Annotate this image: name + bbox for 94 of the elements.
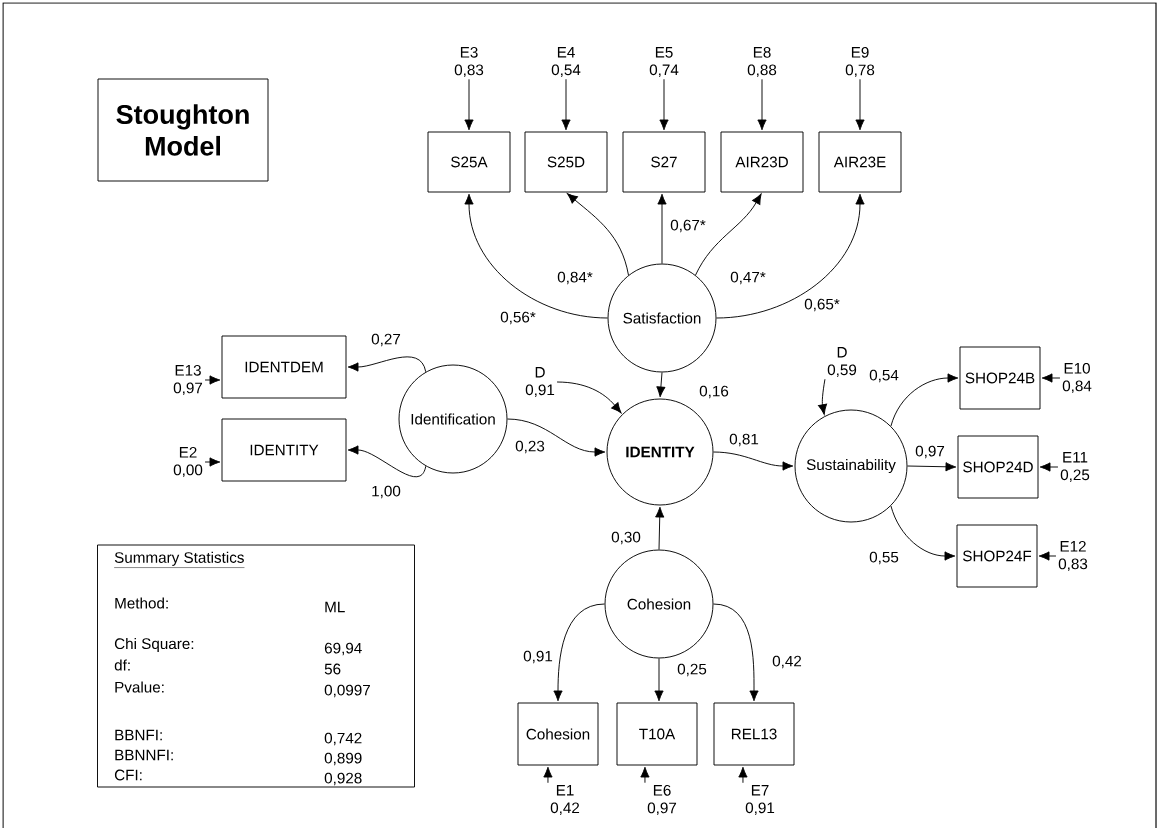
edge-label: 0,97 <box>914 444 946 460</box>
arrow <box>695 193 762 276</box>
arrow <box>543 766 553 784</box>
variable-box: AIR23D <box>720 131 804 193</box>
stat-name: BBNNFI: <box>115 749 173 761</box>
arrow <box>204 375 221 385</box>
arrow <box>738 766 748 784</box>
error-label: E10 0,84 <box>1062 362 1092 394</box>
error-label: E5 0,74 <box>649 47 679 77</box>
statistics-box <box>97 544 415 788</box>
error-label: E4 0,54 <box>551 47 581 77</box>
arrow <box>890 373 959 427</box>
variable-box: S25A <box>427 131 511 193</box>
disturbance-label: D 0,91 <box>525 367 555 397</box>
error-label: E2 0,00 <box>173 446 203 478</box>
edge-label: 0,67* <box>669 218 707 234</box>
error-label: E7 0,91 <box>745 785 775 815</box>
edge-label: 0,65* <box>803 297 841 313</box>
arrow <box>907 462 957 472</box>
error-label: E6 0,97 <box>647 784 677 816</box>
edge-label: 0,55 <box>868 550 900 566</box>
arrow <box>347 445 427 478</box>
error-label: E12 0,83 <box>1058 540 1088 572</box>
stat-value: 0,0997 <box>324 684 370 698</box>
variable-box: AIR23E <box>818 131 902 193</box>
stat-name: Method: <box>115 597 168 609</box>
arrow <box>553 603 605 702</box>
error-label: E8 0,88 <box>747 46 777 78</box>
error-label: E1 0,42 <box>550 785 580 815</box>
variable-box: S27 <box>622 131 706 193</box>
stat-value: 0,742 <box>324 732 362 746</box>
variable-box: T10A <box>616 702 698 766</box>
edge-label: 0,47* <box>729 270 767 286</box>
arrow <box>655 506 665 550</box>
error-label: E9 0,78 <box>845 46 875 78</box>
arrow <box>757 78 767 131</box>
stat-name: CFI: <box>114 769 142 781</box>
disturbance-label: D 0,59 <box>827 347 857 377</box>
arrow <box>1039 462 1059 472</box>
variable-box: Cohesion <box>517 702 599 766</box>
arrow <box>347 356 427 373</box>
error-label: E3 0,83 <box>454 46 484 78</box>
edge-label: 0,27 <box>370 332 402 348</box>
arrow <box>1041 373 1061 383</box>
arrow <box>1038 551 1057 561</box>
arrow <box>657 193 667 264</box>
arrow <box>855 78 865 131</box>
arrow <box>656 372 666 398</box>
variable-box: SHOP24F <box>956 524 1038 588</box>
edge-label: 1,00 <box>370 484 402 500</box>
edge-label: 0,91 <box>522 649 554 665</box>
arrow <box>654 658 664 702</box>
arrow <box>716 193 865 319</box>
arrow <box>507 418 606 457</box>
edge-label: 0,25 <box>676 662 708 678</box>
variable-box: REL13 <box>713 702 795 766</box>
arrow <box>204 457 221 467</box>
error-label: E13 0,97 <box>173 364 203 396</box>
arrow <box>817 378 828 415</box>
title-box: Stoughton Model <box>97 78 269 182</box>
edge-label: 0,84* <box>556 270 594 286</box>
error-label: E11 0,25 <box>1060 452 1090 482</box>
stat-name: Pvalue: <box>115 681 164 693</box>
edge-label: 0,54 <box>868 368 900 384</box>
arrow <box>713 603 759 702</box>
arrow <box>659 78 669 131</box>
arrow <box>566 193 629 276</box>
arrow <box>640 766 650 784</box>
edge-label: 0,81 <box>728 432 760 448</box>
stat-name: BBNFI: <box>115 729 162 741</box>
stat-name: df: <box>114 659 130 671</box>
edge-label: 0,16 <box>698 384 730 400</box>
variable-box: SHOP24D <box>957 435 1039 499</box>
variable-box: S25D <box>524 131 608 193</box>
edge-label: 0,56* <box>499 310 537 326</box>
arrow <box>556 381 622 414</box>
variable-box: IDENTDEM <box>221 335 347 399</box>
edge-label: 0,30 <box>610 530 642 546</box>
arrow <box>464 78 474 131</box>
arrow <box>713 451 794 471</box>
table-heading: Summary Statistics <box>113 551 245 568</box>
edge-label: 0,42 <box>771 654 803 670</box>
edge-label: 0,23 <box>514 439 546 455</box>
stat-value: 56 <box>324 663 341 675</box>
stat-value: 69,94 <box>324 642 362 656</box>
stat-value: 0,899 <box>324 752 362 766</box>
variable-box: SHOP24B <box>959 346 1041 410</box>
stat-name: Chi Square: <box>114 637 194 653</box>
stat-value: ML <box>325 601 345 613</box>
stat-value: 0,928 <box>324 772 362 786</box>
arrow <box>464 193 608 319</box>
variable-box: IDENTITY <box>221 418 347 482</box>
arrow <box>561 78 571 131</box>
arrow <box>890 505 956 561</box>
